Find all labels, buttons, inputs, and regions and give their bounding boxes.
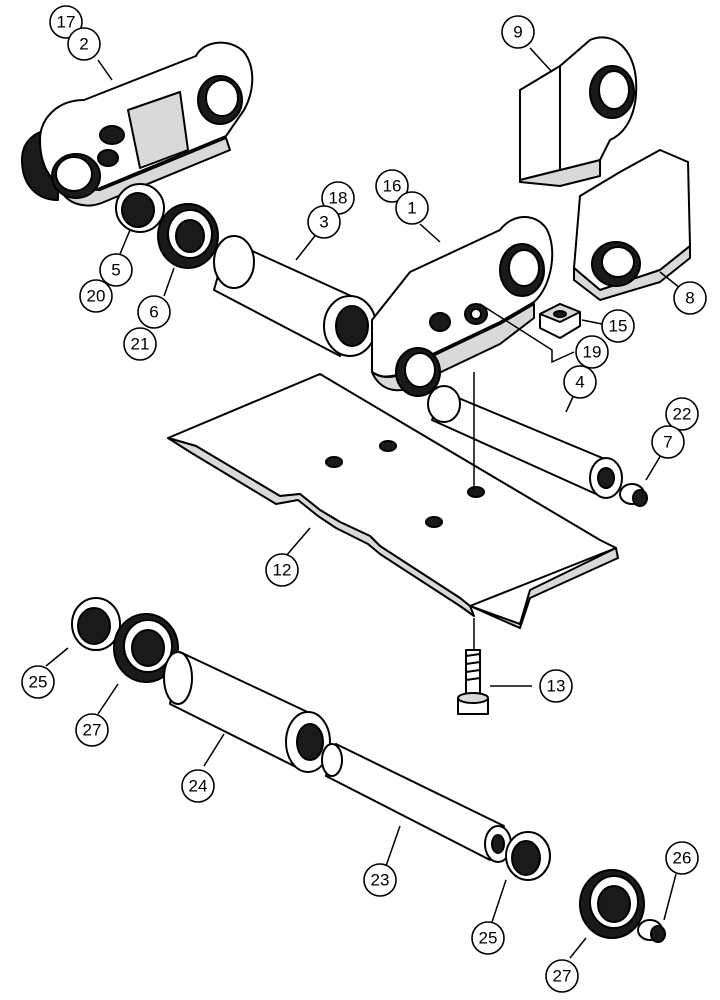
callout-1: 1	[395, 191, 429, 225]
svg-text:18: 18	[329, 189, 348, 208]
callout-16: 16	[375, 169, 409, 203]
track-shoe-12	[167, 373, 619, 629]
svg-text:4: 4	[575, 373, 584, 392]
track-link-upper-left	[21, 41, 254, 207]
track-link-center	[371, 216, 554, 397]
callout-9: 9	[501, 15, 535, 49]
callout-2: 2	[67, 27, 101, 61]
svg-text:25: 25	[29, 673, 48, 692]
svg-text:26: 26	[673, 849, 692, 868]
svg-text:5: 5	[111, 261, 120, 280]
svg-text:24: 24	[189, 777, 208, 796]
callout-13: 13	[539, 669, 573, 703]
svg-text:3: 3	[319, 213, 328, 232]
callout-21: 21	[123, 327, 157, 361]
callout-5: 5	[99, 253, 133, 287]
svg-text:1: 1	[407, 199, 416, 218]
callout-27-right: 27	[545, 959, 579, 993]
callout-25-left: 25	[21, 665, 55, 699]
svg-text:15: 15	[609, 317, 628, 336]
svg-text:9: 9	[513, 23, 522, 42]
callout-12: 12	[265, 553, 299, 587]
svg-text:23: 23	[371, 871, 390, 890]
callout-20: 20	[79, 279, 113, 313]
seal-ring-25-right	[505, 831, 551, 881]
callout-15: 15	[601, 309, 635, 343]
svg-text:6: 6	[149, 303, 158, 322]
plug-7	[619, 483, 648, 507]
svg-text:20: 20	[87, 287, 106, 306]
callout-23: 23	[363, 863, 397, 897]
svg-text:2: 2	[79, 35, 88, 54]
callout-24: 24	[181, 769, 215, 803]
callout-19: 19	[575, 335, 609, 369]
svg-text:27: 27	[83, 721, 102, 740]
svg-text:16: 16	[383, 177, 402, 196]
track-pin-23	[321, 743, 512, 863]
seal-ring-5	[115, 183, 165, 233]
callout-22: 22	[665, 397, 699, 431]
svg-text:8: 8	[685, 289, 694, 308]
svg-text:22: 22	[673, 405, 692, 424]
callout-6: 6	[137, 295, 171, 329]
svg-text:17: 17	[57, 13, 76, 32]
svg-text:21: 21	[131, 335, 150, 354]
callout-25-right: 25	[471, 921, 505, 955]
callout-27-left: 27	[75, 713, 109, 747]
leader-lines	[45, 47, 681, 959]
callout-18: 18	[321, 181, 355, 215]
shoe-bolt-13	[457, 649, 489, 715]
seal-ring-25-left	[71, 597, 121, 651]
seal-ring-27-right	[579, 869, 645, 939]
callout-7: 7	[651, 425, 685, 459]
seal-ring-27-left	[113, 613, 179, 683]
svg-text:13: 13	[547, 677, 566, 696]
half-link-right	[573, 149, 691, 301]
svg-text:25: 25	[479, 929, 498, 948]
svg-text:12: 12	[273, 561, 292, 580]
track-nut-15	[539, 303, 581, 339]
callout-17: 17	[49, 5, 83, 39]
callout-26: 26	[665, 841, 699, 875]
seal-ring-6	[157, 203, 219, 269]
callout-4: 4	[563, 365, 597, 399]
callout-8: 8	[673, 281, 707, 315]
bushing-24	[163, 651, 331, 773]
half-link-top-right	[519, 36, 638, 187]
svg-text:19: 19	[583, 343, 602, 362]
svg-text:7: 7	[663, 433, 672, 452]
callout-3: 3	[307, 205, 341, 239]
track-pin-4	[427, 385, 623, 499]
bushing-3	[213, 235, 377, 357]
plug-26	[637, 919, 666, 943]
svg-text:27: 27	[553, 967, 572, 986]
